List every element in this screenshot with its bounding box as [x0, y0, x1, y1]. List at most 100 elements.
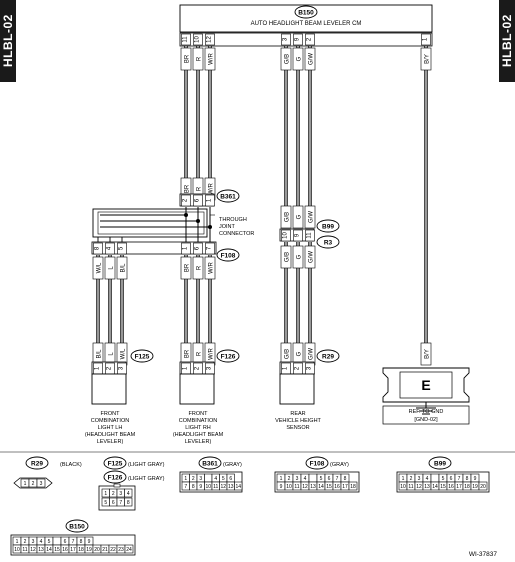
f126-wire-label-2-text: W/R — [209, 348, 215, 360]
r29-pin-0-number: 1 — [283, 366, 289, 370]
b99-wire-label-2-box — [304, 205, 316, 229]
f108-pin-2-cell — [117, 242, 127, 255]
leg-b361-bot-num: 12 — [220, 484, 226, 490]
leg-f108-color: (GRAY) — [330, 462, 349, 468]
f108-wire-label-1-box — [104, 256, 116, 280]
leg-b361-color: (GRAY) — [223, 462, 242, 468]
f126-pin-1-number: 2 — [195, 366, 201, 370]
leg-f126-bot-num: 7 — [119, 500, 122, 506]
leg-b99-bot-num: 19 — [472, 484, 478, 490]
rh-label-0: FRONT — [189, 411, 209, 417]
leg-f108-bot-num: 9 — [280, 484, 283, 490]
leg-b361-code — [198, 456, 222, 470]
f108-code-label: F108 — [221, 253, 236, 260]
cm-wire-label-2-text: W/R — [209, 53, 215, 65]
f108-wire-label-4-box — [192, 256, 204, 280]
rh-label-4: LEVELER) — [185, 439, 212, 445]
cm-pin-0-cell — [181, 33, 191, 46]
leg-f126-code-label: F126 — [108, 475, 123, 482]
cm-wire-label-2-box — [204, 47, 216, 71]
cm-pin-6-cell — [421, 33, 431, 46]
ground-letter: E — [421, 377, 430, 393]
cm-pin-2-cell — [205, 33, 215, 46]
rear-label-1: VEHICLE HEIGHT — [275, 418, 321, 424]
b361-pin-1-number: 6 — [195, 198, 201, 202]
joint-label-1: THROUGH — [219, 217, 247, 223]
leg-b99-top-num: 5 — [442, 476, 445, 482]
cm-pin-0-number: 11 — [183, 36, 189, 43]
leg-b99-top-gap — [430, 473, 440, 483]
leg-f108-bot-num: 11 — [294, 484, 299, 490]
leg-b99-code-label: B99 — [434, 461, 446, 468]
leg-b99-top-num: 7 — [458, 476, 461, 482]
f108-wire-label-4-text: R — [197, 265, 203, 270]
leg-b150-bot-num: 21 — [102, 547, 108, 553]
rh-label-3: (HEADLIGHT BEAM — [173, 432, 224, 438]
ground-ref-1: REF. TO GND — [409, 409, 444, 415]
f108-wire-label-1-text: L — [109, 266, 115, 270]
leg-b361-bot-num: 11 — [213, 484, 218, 490]
leg-f108-top-num: 6 — [328, 476, 331, 482]
leg-f108-top-gap — [308, 473, 318, 483]
leg-b99-bot-num: 10 — [400, 484, 406, 490]
leg-b99-bot-num: 17 — [456, 484, 462, 490]
f108-wire-label-2-box — [116, 256, 128, 280]
lh-label-4: LEVELER) — [97, 439, 124, 445]
f126-pin-2-number: 3 — [207, 366, 213, 370]
b99-pin-2-cell — [305, 229, 315, 242]
leg-f126-code — [103, 470, 127, 484]
f125-pin-1-number: 2 — [107, 366, 113, 370]
leg-b361-top-num: 5 — [222, 476, 225, 482]
joint-node-1 — [196, 219, 200, 223]
b361-pin-0-cell — [181, 194, 191, 207]
cm-pin-1-number: 10 — [195, 36, 201, 43]
leg-b99-bot-num: 15 — [440, 484, 446, 490]
leg-f126-top-num: 3 — [119, 491, 122, 497]
joint-node-2 — [208, 225, 212, 229]
b99-pin-1-cell — [293, 229, 303, 242]
leg-b361-top-num: 6 — [229, 476, 232, 482]
joint-frame-inner — [97, 211, 205, 235]
leg-r29-cell — [36, 478, 46, 488]
r29-wire-label-0-text: G/B — [285, 349, 291, 359]
leg-b150-top-num: 8 — [80, 539, 83, 545]
rear-wire-label-top-0-text: G/B — [285, 252, 291, 262]
leg-b150-code-label: B150 — [69, 524, 85, 531]
cm-wire-label-1-box — [192, 47, 204, 71]
leg-f108-bot-num: 10 — [286, 484, 292, 490]
cm-wire-label-1-text: R — [197, 56, 203, 61]
cm-wire-label-5-text: G/W — [309, 53, 315, 65]
cm-wire-label-4-text: G — [297, 56, 303, 61]
leg-b361-top-num: 3 — [199, 476, 202, 482]
joint-node-0 — [184, 213, 188, 217]
b99-wire-label-0-box — [280, 205, 292, 229]
leg-b150-top-gap — [52, 536, 62, 546]
leg-b361-bot-num: 14 — [235, 484, 241, 490]
cm-wire-label-3-text: G/B — [285, 54, 291, 64]
leg-b361-bot-num: 9 — [199, 484, 202, 490]
rear-label-2: SENSOR — [286, 425, 309, 431]
leg-b99-top-num: 9 — [474, 476, 477, 482]
lh-label-0: FRONT — [101, 411, 121, 417]
f108-pin-1-number: 4 — [107, 246, 113, 250]
r3-code — [316, 235, 340, 249]
leg-f126-bot-num: 8 — [127, 500, 130, 506]
f126-code-label: F126 — [221, 354, 236, 361]
leg-f108-bot-num: 13 — [310, 484, 316, 490]
leg-b99-top-num: 8 — [466, 476, 469, 482]
leg-b150-bot-num: 11 — [22, 547, 27, 553]
f108-pin-5-number: 6 — [195, 246, 201, 250]
leg-r29-code-label: R29 — [31, 461, 43, 468]
cm-wire-label-3-box — [280, 47, 292, 71]
b99-wire-label-0-text: G/B — [285, 212, 291, 222]
ground-ref-box — [382, 405, 470, 425]
leg-r29-num: 2 — [32, 481, 35, 487]
leg-f108-bot-num: 17 — [342, 484, 348, 490]
leg-f125-code — [103, 456, 127, 470]
leg-b150-bot-num: 24 — [126, 547, 132, 553]
leg-b361-top-num: 1 — [184, 476, 187, 482]
cm-pin-5-cell — [305, 33, 315, 46]
leg-f108-bot-num: 18 — [350, 484, 356, 490]
f108-wire-label-3-text: BR — [185, 263, 191, 272]
f126-body — [179, 373, 215, 405]
